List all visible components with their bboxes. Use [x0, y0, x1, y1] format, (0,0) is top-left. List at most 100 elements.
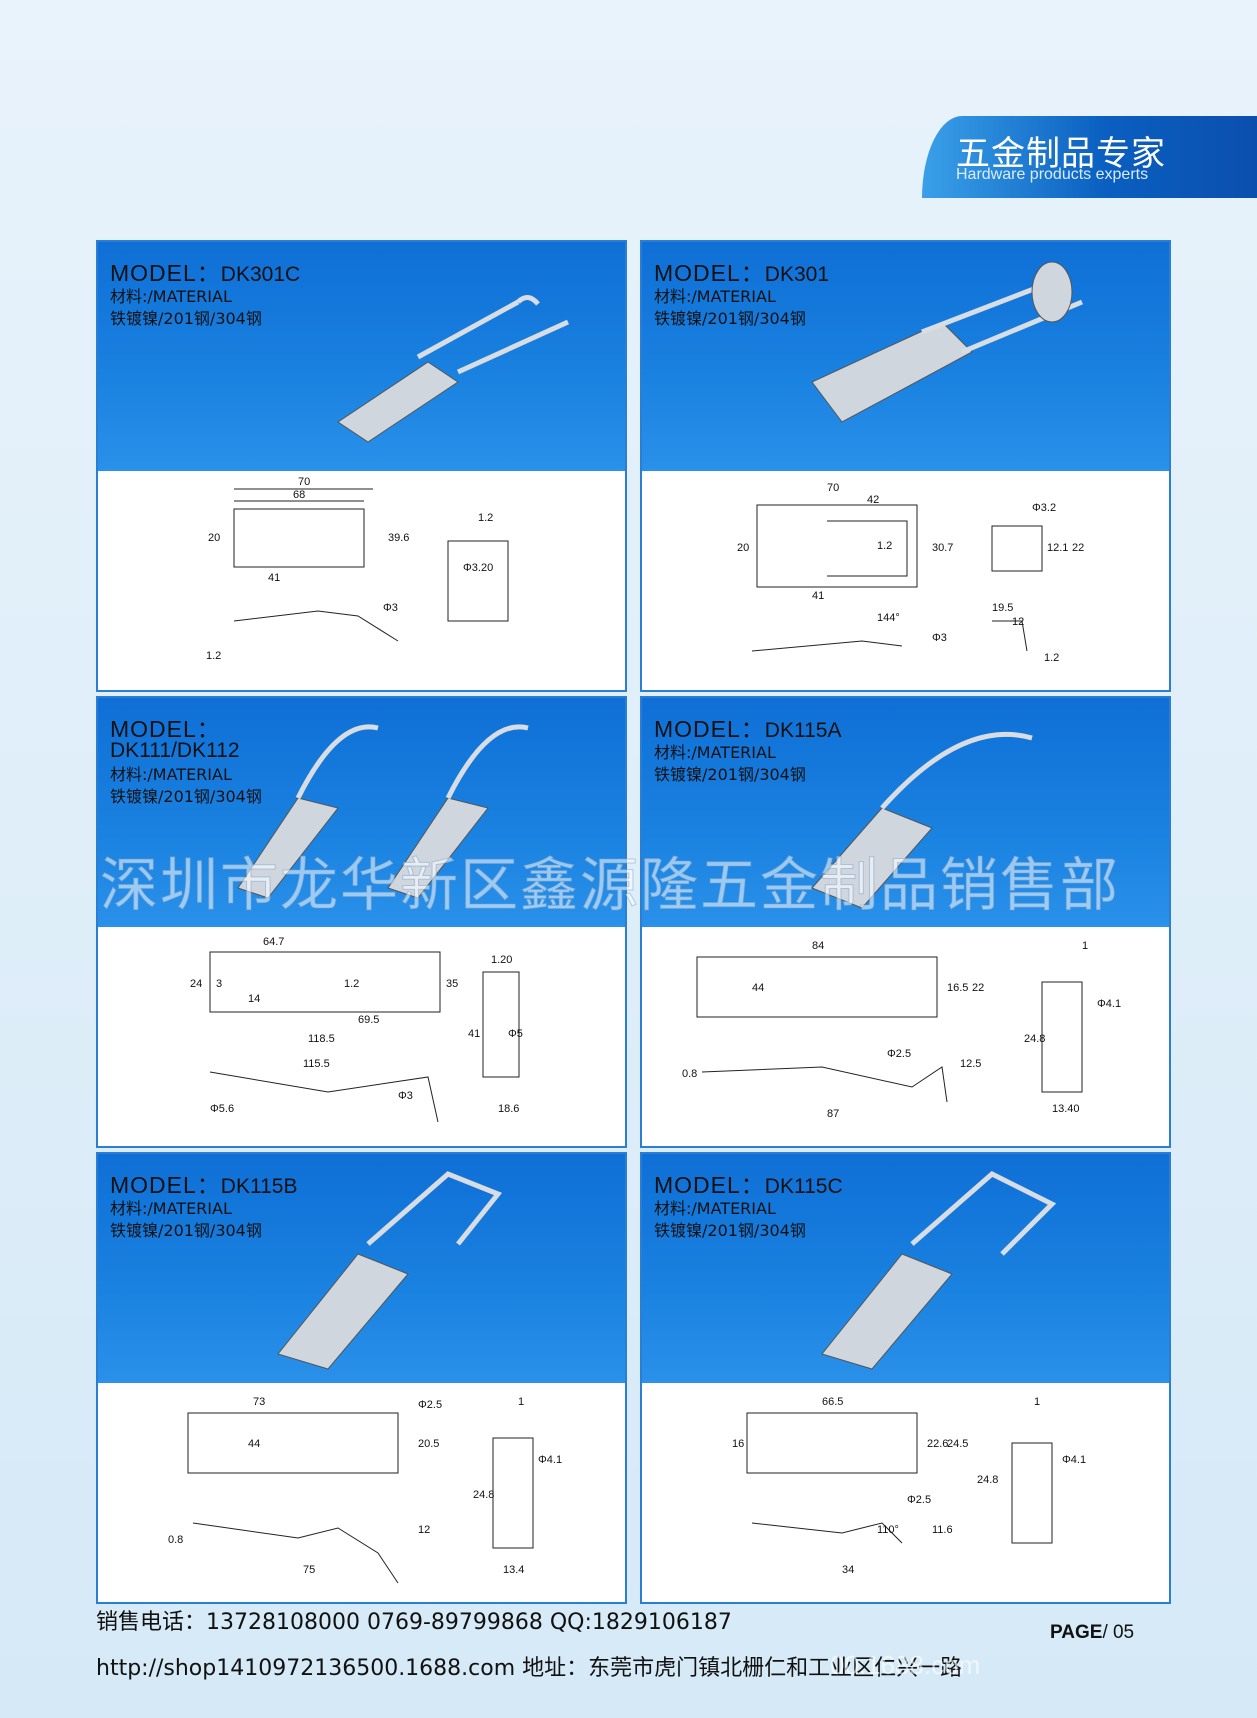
material-label: 材料:/MATERIAL [654, 287, 776, 306]
product-panel-dk115a: MODEL：DK115A 材料:/MATERIAL 铁镀镍/201钢/304钢 … [640, 696, 1171, 1148]
dim-label: 24.8 [977, 1474, 998, 1486]
dim-label: 1 [518, 1396, 524, 1408]
dim-label: Φ3.20 [463, 562, 493, 574]
latch-photo-drawing [811, 261, 1083, 423]
model-code: DK301C [220, 263, 301, 286]
watermark-text: 深圳市龙华新区鑫源隆五金制品销售部 [99, 851, 1121, 920]
material-value: 铁镀镍/201钢/304钢 [654, 1221, 806, 1240]
dim-label: 13.4 [503, 1564, 524, 1576]
dim-label: 14 [248, 993, 260, 1005]
material-label: 材料:/MATERIAL [110, 1199, 232, 1218]
dim-label: 34 [842, 1564, 854, 1576]
dim-label: 22 [1072, 542, 1084, 554]
dim-label: Φ2.5 [907, 1494, 931, 1506]
material-value: 铁镀镍/201钢/304钢 [110, 309, 262, 328]
product-panel-dk301c: MODEL：DK301C 材料:/MATERIAL 铁镀镍/201钢/304钢 … [96, 240, 627, 692]
footer-url-watermark: 00.1688.com [830, 1650, 981, 1680]
dim-label: 144° [877, 612, 900, 624]
dim-label: 24.8 [1024, 1033, 1045, 1045]
dim-label: 44 [248, 1438, 260, 1450]
dim-label: 20 [737, 542, 749, 554]
dim-label: Φ4.1 [538, 1454, 562, 1466]
dim-label: 18.6 [498, 1103, 519, 1115]
dim-label: Φ2.5 [887, 1048, 911, 1060]
material-value: 铁镀镍/201钢/304钢 [654, 309, 806, 328]
footer-url-line: http://shop1410972136500.1688.com 地址：东莞市… [96, 1656, 963, 1681]
technical-drawing: 64.7 24 3 14 1.2 35 69.5 118.5 1.20 41 Φ… [190, 936, 523, 1123]
dim-label: 41 [468, 1028, 480, 1040]
dim-label: 1.20 [491, 954, 512, 966]
dim-label: 19.5 [992, 602, 1013, 614]
dim-label: 0.8 [168, 1534, 183, 1546]
page-word: PAGE [1050, 1622, 1103, 1643]
dim-label: 73 [253, 1396, 265, 1408]
latch-photo-drawing [337, 295, 570, 443]
dim-label: 13.40 [1052, 1103, 1080, 1115]
dim-label: 30.7 [932, 542, 953, 554]
dim-label: Φ5.6 [210, 1103, 234, 1115]
material-value: 铁镀镍/201钢/304钢 [654, 765, 806, 784]
dim-label: 12.5 [960, 1058, 981, 1070]
dim-label: 11.6 [932, 1524, 953, 1536]
material-label: 材料:/MATERIAL [654, 1199, 776, 1218]
dim-label: 22 [972, 982, 984, 994]
model-title: MODEL：DK301 [654, 254, 829, 288]
dim-label: 44 [752, 982, 764, 994]
dim-label: 12.1 [1047, 542, 1068, 554]
dim-label: Φ3 [383, 602, 398, 614]
dim-label: 41 [812, 590, 824, 602]
dim-label: 12 [1012, 616, 1024, 628]
dim-label: 1 [1082, 940, 1088, 952]
dim-label: 70 [298, 476, 310, 488]
dim-label: Φ4.1 [1097, 998, 1121, 1010]
dim-label: 35 [446, 978, 458, 990]
model-title: MODEL：DK115C [654, 1166, 843, 1200]
product-panel-dk301: MODEL：DK301 材料:/MATERIAL 铁镀镍/201钢/304钢 7… [640, 240, 1171, 692]
dim-label: 16.5 [947, 982, 968, 994]
model-title: MODEL：DK115B [110, 1166, 297, 1200]
model-title: MODEL： [110, 710, 221, 744]
dim-label: 1.2 [344, 978, 359, 990]
model-code: DK111/DK112 [110, 739, 240, 762]
product-panel-dk115c: MODEL：DK115C 材料:/MATERIAL 铁镀镍/201钢/304钢 … [640, 1152, 1171, 1604]
dim-label: 24.8 [473, 1489, 494, 1501]
dim-label: 70 [827, 482, 839, 494]
dim-label: 66.5 [822, 1396, 843, 1408]
dim-label: 75 [303, 1564, 315, 1576]
material-value: 铁镀镍/201钢/304钢 [110, 787, 262, 806]
dim-label: 3 [216, 978, 222, 990]
dim-label: 39.6 [388, 532, 409, 544]
dim-label: Φ3.2 [1032, 502, 1056, 514]
header-title-cn: 五金制品专家 [956, 134, 1166, 174]
dim-label: 110° [877, 1524, 899, 1536]
page-label: PAGE/ 05 [1050, 1622, 1134, 1644]
dim-label: Φ5 [508, 1028, 523, 1040]
model-code: DK115A [764, 719, 842, 742]
dim-label: 16 [732, 1438, 744, 1450]
dim-label: 1.2 [1044, 652, 1059, 664]
dim-label: Φ3 [932, 632, 947, 644]
model-label: MODEL： [110, 260, 221, 286]
dim-label: 69.5 [358, 1014, 379, 1026]
dim-label: 1.2 [478, 512, 493, 524]
dim-label: 1.2 [877, 540, 892, 552]
model-label: MODEL： [110, 716, 221, 742]
product-panel-dk111-dk112: MODEL： DK111/DK112 材料:/MATERIAL 铁镀镍/201钢… [96, 696, 627, 1148]
technical-drawing: 73 Φ2.5 44 20.5 1 Φ4.1 24.8 12 0.8 75 13… [168, 1396, 562, 1584]
material-value: 铁镀镍/201钢/304钢 [110, 1221, 262, 1240]
latch-photo-drawing [277, 1171, 503, 1370]
dim-label: Φ3 [398, 1090, 413, 1102]
model-label: MODEL： [654, 716, 765, 742]
model-code: DK301 [764, 263, 830, 286]
model-label: MODEL： [654, 260, 765, 286]
dim-label: 20.5 [418, 1438, 439, 1450]
model-label: MODEL： [654, 1172, 765, 1198]
header-title-en: Hardware products experts [956, 166, 1149, 183]
dim-label: 84 [812, 940, 824, 952]
header-banner: 五金制品专家 Hardware products experts [922, 116, 1257, 198]
product-panel-dk115b: MODEL：DK115B 材料:/MATERIAL 铁镀镍/201钢/304钢 … [96, 1152, 627, 1604]
footer-phone-line: 销售电话：13728108000 0769-89799868 QQ:182910… [96, 1610, 732, 1635]
material-label: 材料:/MATERIAL [110, 765, 232, 784]
latch-photo-drawing [811, 731, 1033, 909]
page-number: / 05 [1102, 1622, 1135, 1643]
